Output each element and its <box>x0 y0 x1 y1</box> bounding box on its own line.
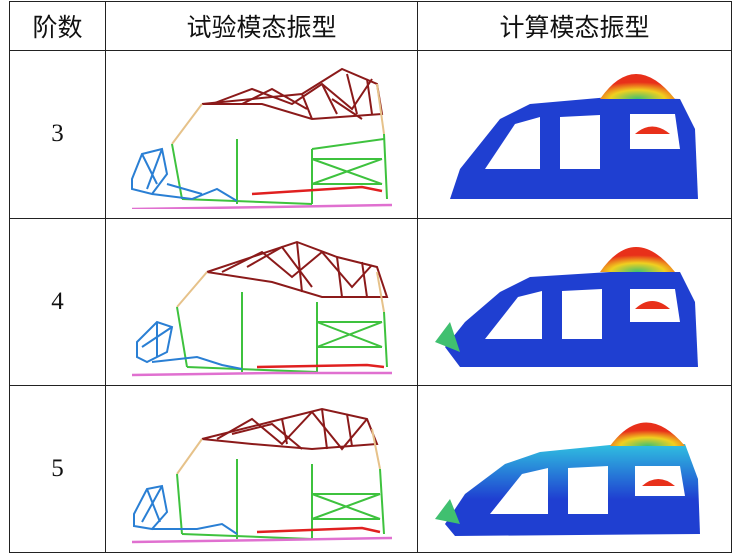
test-mode-4-wireframe <box>131 240 392 376</box>
test-mode-cell <box>105 217 418 386</box>
calc-mode-cell <box>417 217 732 386</box>
mode-shape-table: 阶数 试验模态振型 计算模态振型 3 <box>9 0 732 554</box>
header-test-mode: 试验模态振型 <box>105 0 418 52</box>
header-order: 阶数 <box>9 0 106 52</box>
calc-mode-3-contour <box>449 74 698 200</box>
table-row: 4 <box>9 217 732 386</box>
test-mode-cell <box>105 50 418 219</box>
header-calc-mode: 计算模态振型 <box>417 0 732 52</box>
table-row: 3 <box>9 50 732 219</box>
header-row: 阶数 试验模态振型 计算模态振型 <box>9 0 732 52</box>
calc-mode-cell <box>417 50 732 219</box>
order-cell: 3 <box>9 50 106 219</box>
order-cell: 4 <box>9 217 106 386</box>
calc-mode-5-contour <box>434 422 700 536</box>
order-cell: 5 <box>9 384 106 554</box>
calc-mode-cell <box>417 384 732 554</box>
table-row: 5 <box>9 384 732 554</box>
test-mode-cell <box>105 384 418 554</box>
test-mode-5-wireframe <box>131 407 392 544</box>
test-mode-3-wireframe <box>130 68 392 210</box>
calc-mode-4-contour <box>434 246 698 367</box>
